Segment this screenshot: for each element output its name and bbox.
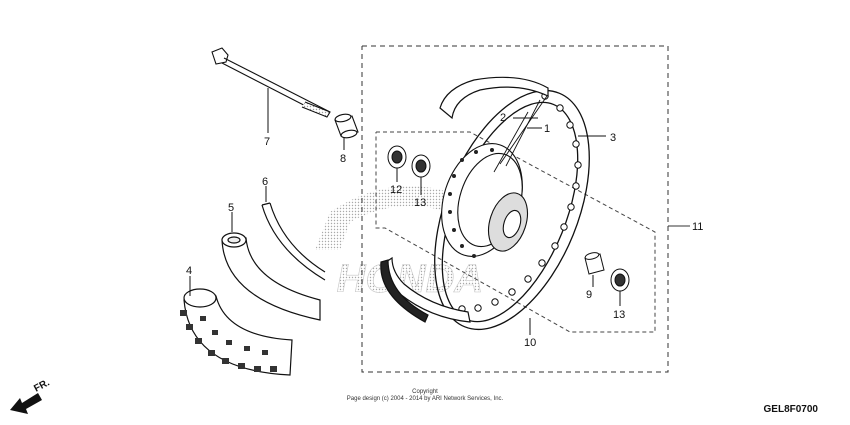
callout-13-left: 13 bbox=[414, 197, 426, 209]
callout-5: 5 bbox=[228, 202, 234, 214]
bearing-13-right bbox=[610, 268, 630, 292]
bearing-13-left bbox=[411, 154, 431, 178]
rim-band bbox=[380, 76, 549, 323]
copyright-title: Copyright bbox=[412, 389, 438, 395]
callout-11: 11 bbox=[692, 221, 703, 233]
copyright-notice: Page design (c) 2004 - 2014 by ARI Netwo… bbox=[346, 396, 504, 402]
diagram-code: GEL8F0700 bbox=[763, 404, 818, 415]
callout-1: 1 bbox=[544, 123, 550, 135]
callout-4: 4 bbox=[186, 265, 192, 277]
callout-9: 9 bbox=[586, 289, 592, 301]
wheel-rim bbox=[434, 89, 590, 331]
callout-12: 12 bbox=[390, 184, 402, 196]
tire bbox=[180, 288, 293, 376]
callout-8: 8 bbox=[340, 153, 346, 165]
callout-3: 3 bbox=[610, 132, 616, 144]
side-collar bbox=[584, 252, 605, 275]
callout-2: 2 bbox=[500, 112, 506, 124]
callout-numbers: 1 2 3 4 5 6 7 8 9 10 11 12 13 13 bbox=[186, 112, 703, 349]
rim-strip bbox=[261, 202, 326, 281]
leader-lines bbox=[189, 88, 621, 335]
axle-bolt bbox=[211, 47, 331, 118]
axle-collar bbox=[334, 113, 359, 139]
wheel-hub bbox=[441, 95, 548, 258]
callout-13-right: 13 bbox=[613, 309, 625, 321]
bearing-12 bbox=[387, 145, 407, 169]
assembly-box bbox=[361, 45, 690, 373]
callout-7: 7 bbox=[264, 136, 270, 148]
callout-10: 10 bbox=[524, 337, 536, 349]
callout-6: 6 bbox=[262, 176, 268, 188]
inner-tube bbox=[221, 232, 321, 321]
